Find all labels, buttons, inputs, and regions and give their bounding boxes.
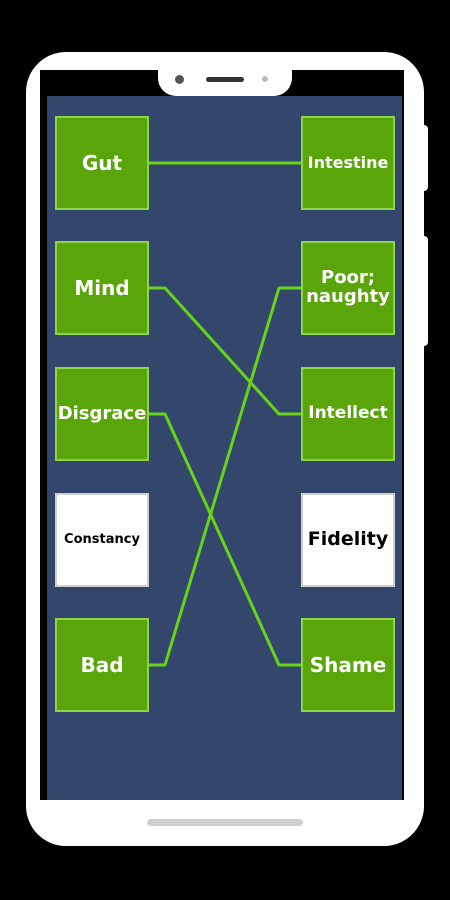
right-card-shame[interactable]: Shame (301, 618, 395, 712)
left-card-bad[interactable]: Bad (55, 618, 149, 712)
power-button (420, 125, 428, 191)
right-card-poor-naughty[interactable]: Poor; naughty (301, 241, 395, 335)
right-card-intellect[interactable]: Intellect (301, 367, 395, 461)
left-card-disgrace[interactable]: Disgrace (55, 367, 149, 461)
camera-icon (175, 75, 184, 84)
sensor-icon (262, 76, 268, 82)
right-card-intestine[interactable]: Intestine (301, 116, 395, 210)
home-indicator (147, 819, 303, 826)
volume-button (420, 236, 428, 346)
speaker-grille (206, 77, 244, 82)
right-card-fidelity[interactable]: Fidelity (301, 493, 395, 587)
left-card-mind[interactable]: Mind (55, 241, 149, 335)
left-card-gut[interactable]: Gut (55, 116, 149, 210)
left-card-constancy[interactable]: Constancy (55, 493, 149, 587)
